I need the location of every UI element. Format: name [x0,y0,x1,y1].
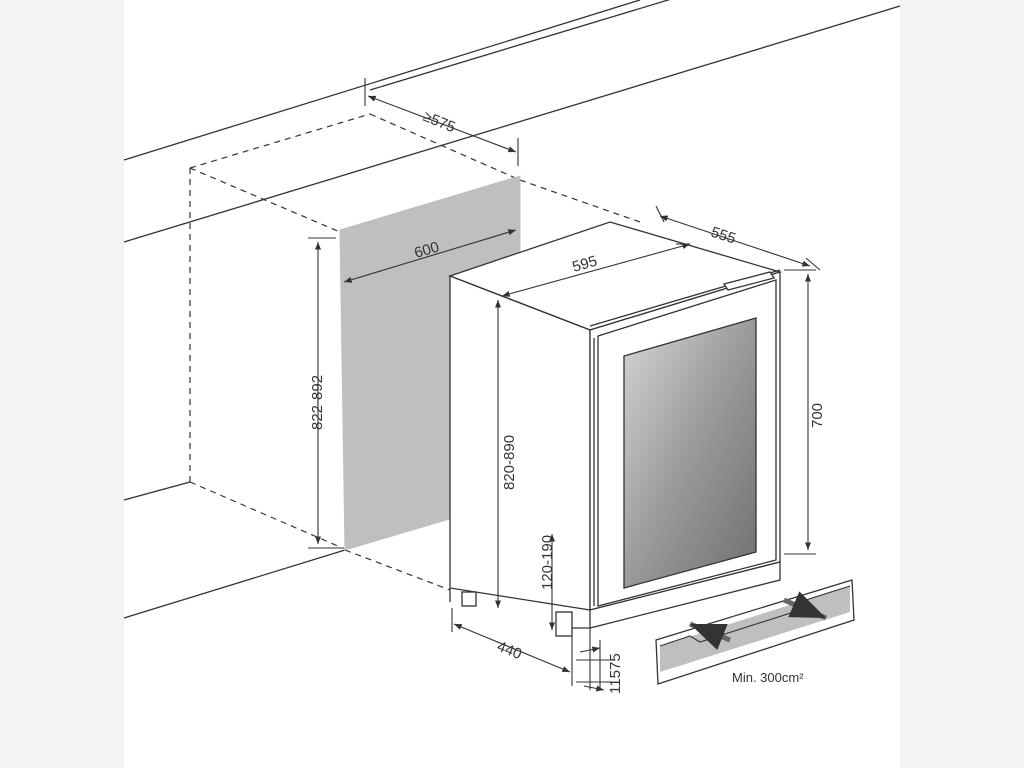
airflow-in-arrow [689,621,731,650]
left-margin-panel [0,0,124,768]
foot-left [461,591,477,607]
front-offset-label: 115 [607,670,624,694]
vent-note-label: Min. 300cm² [732,670,804,685]
niche-width-label: 600 [412,239,441,262]
top-vent [722,271,776,291]
airflow-out-arrow [783,591,827,621]
right-margin-panel [900,0,1024,768]
appliance-side [449,275,591,611]
unit-width-label: 595 [570,253,599,276]
base-plinth [589,561,781,629]
vent-grille [655,579,855,685]
unit-height-label: 820-890 [501,435,518,490]
unit-depth-label: 555 [709,224,738,248]
appliance [448,221,783,637]
foot-front [555,611,573,637]
glass-window [623,317,757,589]
niche-height-label: 822-892 [309,375,326,430]
niche-depth-label: ≥575 [421,108,458,136]
dimension-lines [308,78,821,692]
door-offset-label: 75 [607,653,624,670]
feet-height-label: 120-190 [539,535,556,590]
foot-depth-label: 440 [495,638,525,663]
cabinet-height-label: 700 [809,403,826,428]
